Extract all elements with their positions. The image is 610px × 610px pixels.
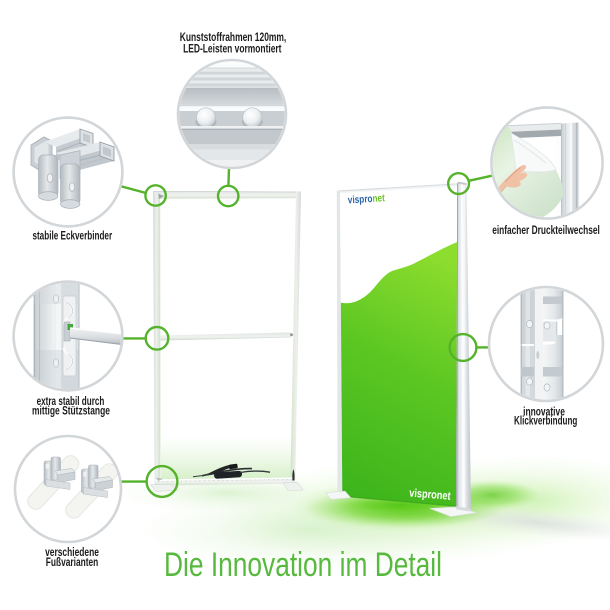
svg-text:Fußvarianten: Fußvarianten <box>46 555 99 569</box>
svg-text:einfacher Druckteilwechsel: einfacher Druckteilwechsel <box>492 223 600 237</box>
svg-text:Die Innovation im Detail: Die Innovation im Detail <box>164 546 442 584</box>
svg-text:vispronet: vispronet <box>348 193 386 206</box>
svg-text:vispronet: vispronet <box>409 487 452 503</box>
svg-text:mittige Stützstange: mittige Stützstange <box>32 403 110 417</box>
svg-text:LED-Leisten vormontiert: LED-Leisten vormontiert <box>183 41 281 55</box>
svg-text:Klickverbindung: Klickverbindung <box>514 413 577 427</box>
svg-text:Kunststoffrahmen 120mm,: Kunststoffrahmen 120mm, <box>180 30 287 44</box>
svg-text:innovative: innovative <box>523 404 565 418</box>
svg-text:extra stabil durch: extra stabil durch <box>37 394 105 408</box>
svg-text:verschiedene: verschiedene <box>45 545 99 559</box>
svg-text:stabile Eckverbinder: stabile Eckverbinder <box>32 228 112 242</box>
